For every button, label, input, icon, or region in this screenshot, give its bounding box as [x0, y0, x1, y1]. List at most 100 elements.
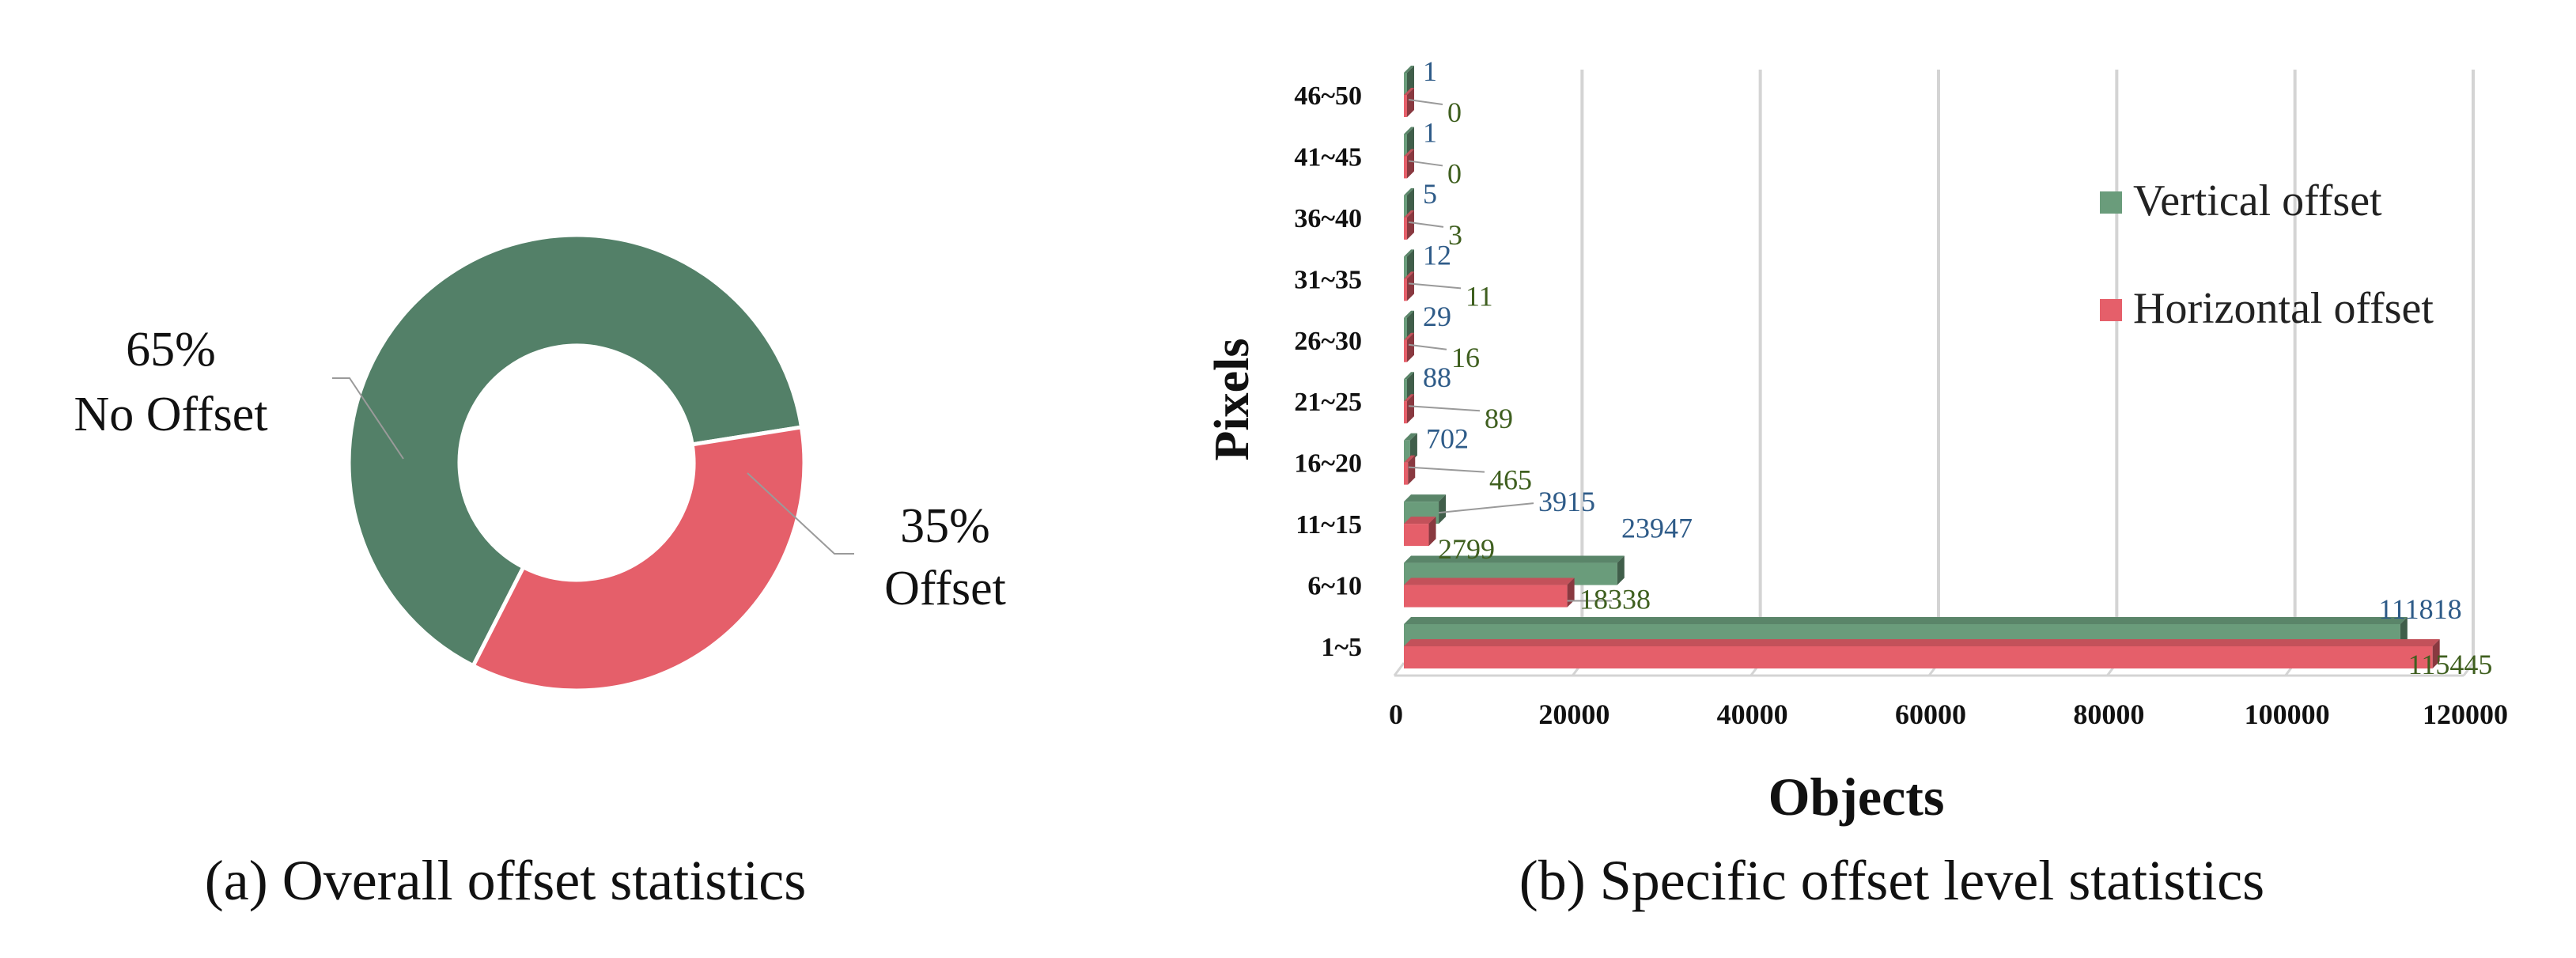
- bar-horizontal-offset-top: [1404, 517, 1436, 524]
- no-offset-label: No Offset: [74, 388, 267, 441]
- y-tick-label: 26~30: [1294, 327, 1362, 356]
- bar-data-labels: 1118181154452394718338391527997024658889…: [1408, 55, 2493, 680]
- data-label-horizontal: 16: [1451, 342, 1480, 373]
- x-tick-label: 40000: [1717, 699, 1788, 730]
- bar-horizontal-offset: [1404, 95, 1407, 117]
- bar-vertical-offset-end: [1439, 494, 1447, 524]
- bar-horizontal-offset: [1404, 278, 1407, 301]
- bar-vertical-offset-end: [1407, 372, 1414, 402]
- bar-vertical-offset: [1404, 134, 1407, 157]
- data-label-horizontal: 0: [1447, 157, 1462, 189]
- bar-vertical-offset-top: [1404, 433, 1417, 441]
- offset-pct-label: 35%: [900, 499, 990, 553]
- bar-vertical-offset-top: [1404, 66, 1414, 73]
- bar-vertical-offset-end: [1407, 187, 1414, 218]
- legend-label-horizontal: Horizontal offset: [2133, 284, 2434, 333]
- data-label-vertical: 23947: [1621, 513, 1693, 544]
- bar-horizontal-offset-top: [1404, 210, 1414, 218]
- bar-horizontal-offset-top: [1404, 88, 1414, 95]
- bar-horizontal-offset: [1404, 585, 1568, 608]
- data-label-vertical: 88: [1423, 362, 1451, 393]
- bar-horizontal-offset-top: [1404, 639, 2440, 646]
- bar-vertical-offset-end: [1409, 433, 1417, 463]
- data-label-horizontal: 11: [1466, 280, 1493, 312]
- data-label-leader: [1408, 221, 1444, 228]
- bar-horizontal-offset-end: [1567, 577, 1575, 608]
- x-tick-label: 0: [1389, 699, 1403, 730]
- y-tick-label: 31~35: [1294, 265, 1362, 294]
- data-label-leader: [1439, 502, 1534, 514]
- y-tick-label: 36~40: [1294, 204, 1362, 233]
- legend-swatch-vertical: [2100, 191, 2122, 214]
- bar-vertical-offset-end: [1617, 555, 1625, 585]
- bar-vertical-offset: [1404, 256, 1407, 279]
- bar-vertical-offset: [1404, 379, 1407, 402]
- y-axis-title: Pixels: [1205, 339, 1259, 461]
- bar-vertical-offset-top: [1404, 249, 1414, 257]
- bar-horizontal-offset: [1404, 646, 2433, 668]
- bar-vertical-offset-top: [1404, 127, 1414, 134]
- data-label-leader: [1408, 99, 1443, 105]
- data-label-horizontal: 3: [1448, 219, 1462, 251]
- bar-vertical-offset-end: [2400, 617, 2408, 646]
- bar-horizontal-offset: [1404, 156, 1407, 179]
- bar-vertical-offset-top: [1404, 372, 1414, 380]
- bar-horizontal-offset-end: [1428, 517, 1436, 547]
- no-offset-leader-line: [332, 377, 404, 460]
- data-label-vertical: 12: [1423, 239, 1451, 271]
- data-label-horizontal: 0: [1447, 97, 1462, 128]
- bar-vertical-offset-top: [1404, 494, 1447, 502]
- bar-horizontal-offset-top: [1404, 394, 1414, 402]
- y-tick-label: 6~10: [1307, 572, 1362, 601]
- bar-horizontal-offset: [1404, 339, 1407, 362]
- data-label-vertical: 29: [1423, 301, 1451, 332]
- bar-vertical-offset: [1404, 73, 1407, 95]
- bar-horizontal-offset-top: [1404, 455, 1416, 463]
- data-label-leader: [1408, 160, 1443, 167]
- bar-horizontal-offset-end: [1407, 332, 1414, 362]
- legend-swatch-horizontal: [2100, 299, 2122, 321]
- bar-horizontal-offset-end: [1407, 210, 1414, 240]
- offset-label: Offset: [884, 562, 1006, 615]
- donut-slice-no-offset: [346, 233, 804, 668]
- bar-vertical-offset-top: [1404, 187, 1414, 195]
- data-label-vertical: 3915: [1538, 486, 1595, 517]
- y-tick-label: 46~50: [1294, 81, 1362, 111]
- y-tick-label: 16~20: [1294, 449, 1362, 479]
- y-tick-label: 21~25: [1294, 388, 1362, 417]
- gridline-foot: [2462, 662, 2475, 676]
- donut-chart: [346, 233, 807, 693]
- bar-horizontal-offset-top: [1404, 149, 1414, 157]
- bar-vertical-offset: [1404, 195, 1407, 218]
- x-tick-label: 20000: [1538, 699, 1610, 730]
- bar-vertical-offset-end: [1407, 249, 1414, 279]
- bar-horizontal-offset-end: [1408, 455, 1416, 485]
- data-label-vertical: 1: [1423, 116, 1437, 148]
- data-label-leader: [1408, 343, 1447, 350]
- x-tick-label: 120000: [2423, 699, 2508, 730]
- bar-vertical-offset-top: [1404, 555, 1625, 563]
- offset-leader-line: [747, 472, 854, 555]
- bar-gridlines: [1393, 70, 2475, 676]
- bar-vertical-offset-top: [1404, 310, 1414, 318]
- bar-horizontal-offset: [1404, 462, 1409, 485]
- no-offset-pct-label: 65%: [126, 323, 216, 377]
- bar-horizontal-offset-top: [1404, 577, 1575, 585]
- data-label-horizontal: 18338: [1579, 584, 1651, 615]
- legend-label-vertical: Vertical offset: [2133, 176, 2382, 225]
- data-label-horizontal: 89: [1485, 403, 1513, 434]
- data-label-horizontal: 115445: [2408, 649, 2493, 680]
- caption-a: (a) Overall offset statistics: [205, 849, 806, 912]
- x-tick-label: 80000: [2073, 699, 2144, 730]
- data-label-vertical: 702: [1426, 423, 1469, 455]
- bar-vertical-offset: [1404, 317, 1407, 340]
- data-label-leader: [1408, 405, 1481, 412]
- bar-horizontal-offset-end: [1407, 271, 1414, 301]
- gridline-foot: [1393, 662, 1405, 676]
- x-axis-title: Objects: [1768, 767, 1945, 827]
- bar-vertical-offset-end: [1407, 127, 1414, 157]
- bar-horizontal-offset: [1404, 401, 1407, 424]
- data-label-leader: [1408, 282, 1462, 290]
